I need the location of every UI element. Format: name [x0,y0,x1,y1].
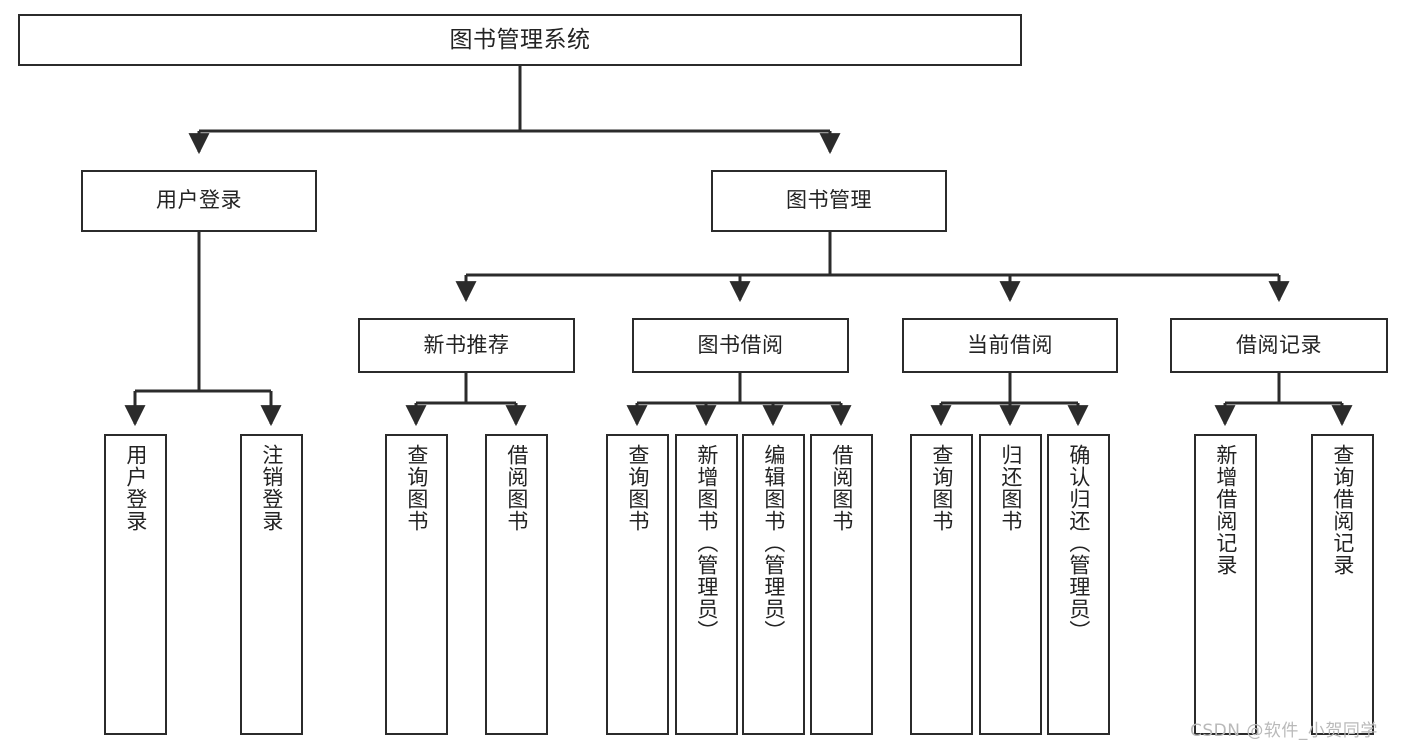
node-leaf-borrow-book-2[interactable]: 借阅图书 [810,434,873,735]
node-leaf-user-login-label: 用户登录 [123,444,148,532]
node-leaf-add-borrow-record[interactable]: 新增借阅记录 [1194,434,1257,735]
node-root[interactable]: 图书管理系统 [18,14,1022,66]
node-book-borrow-label: 图书借阅 [697,332,784,357]
node-leaf-query-book-2[interactable]: 查询图书 [606,434,669,735]
node-leaf-return-book[interactable]: 归还图书 [979,434,1042,735]
node-book-borrow[interactable]: 图书借阅 [632,318,849,373]
node-leaf-query-book-3-label: 查询图书 [929,444,954,532]
node-book-manage-label: 图书管理 [786,188,872,213]
node-user-login-label: 用户登录 [156,188,242,213]
node-current-borrow[interactable]: 当前借阅 [902,318,1118,373]
node-leaf-user-login[interactable]: 用户登录 [104,434,167,735]
node-leaf-logout-login-label: 注销登录 [259,444,284,532]
node-leaf-confirm-return[interactable]: 确认归还（管理员） [1047,434,1110,735]
node-leaf-confirm-return-label: 确认归还（管理员） [1066,444,1091,642]
node-new-book-recommend-label: 新书推荐 [423,332,510,357]
node-leaf-query-book-2-label: 查询图书 [625,444,650,532]
node-leaf-query-book-1-label: 查询图书 [404,444,429,532]
node-leaf-add-book[interactable]: 新增图书（管理员） [675,434,738,735]
node-leaf-borrow-book-1[interactable]: 借阅图书 [485,434,548,735]
node-leaf-query-borrow-record-label: 查询借阅记录 [1330,444,1355,576]
node-book-manage[interactable]: 图书管理 [711,170,947,232]
node-leaf-add-book-label: 新增图书（管理员） [694,444,719,642]
node-borrow-record[interactable]: 借阅记录 [1170,318,1388,373]
node-leaf-return-book-label: 归还图书 [998,444,1023,532]
node-leaf-query-book-3[interactable]: 查询图书 [910,434,973,735]
node-leaf-add-borrow-record-label: 新增借阅记录 [1213,444,1238,576]
node-root-label: 图书管理系统 [449,26,591,53]
node-new-book-recommend[interactable]: 新书推荐 [358,318,575,373]
node-borrow-record-label: 借阅记录 [1236,332,1322,357]
node-user-login[interactable]: 用户登录 [81,170,317,232]
node-leaf-query-borrow-record[interactable]: 查询借阅记录 [1311,434,1374,735]
node-current-borrow-label: 当前借阅 [967,332,1053,357]
node-leaf-query-book-1[interactable]: 查询图书 [385,434,448,735]
node-leaf-edit-book-label: 编辑图书（管理员） [761,444,786,642]
node-leaf-edit-book[interactable]: 编辑图书（管理员） [742,434,805,735]
node-leaf-borrow-book-1-label: 借阅图书 [504,444,529,532]
node-leaf-borrow-book-2-label: 借阅图书 [829,444,854,532]
node-leaf-logout-login[interactable]: 注销登录 [240,434,303,735]
csdn-watermark: CSDN @软件_小贺同学 [1190,721,1378,741]
